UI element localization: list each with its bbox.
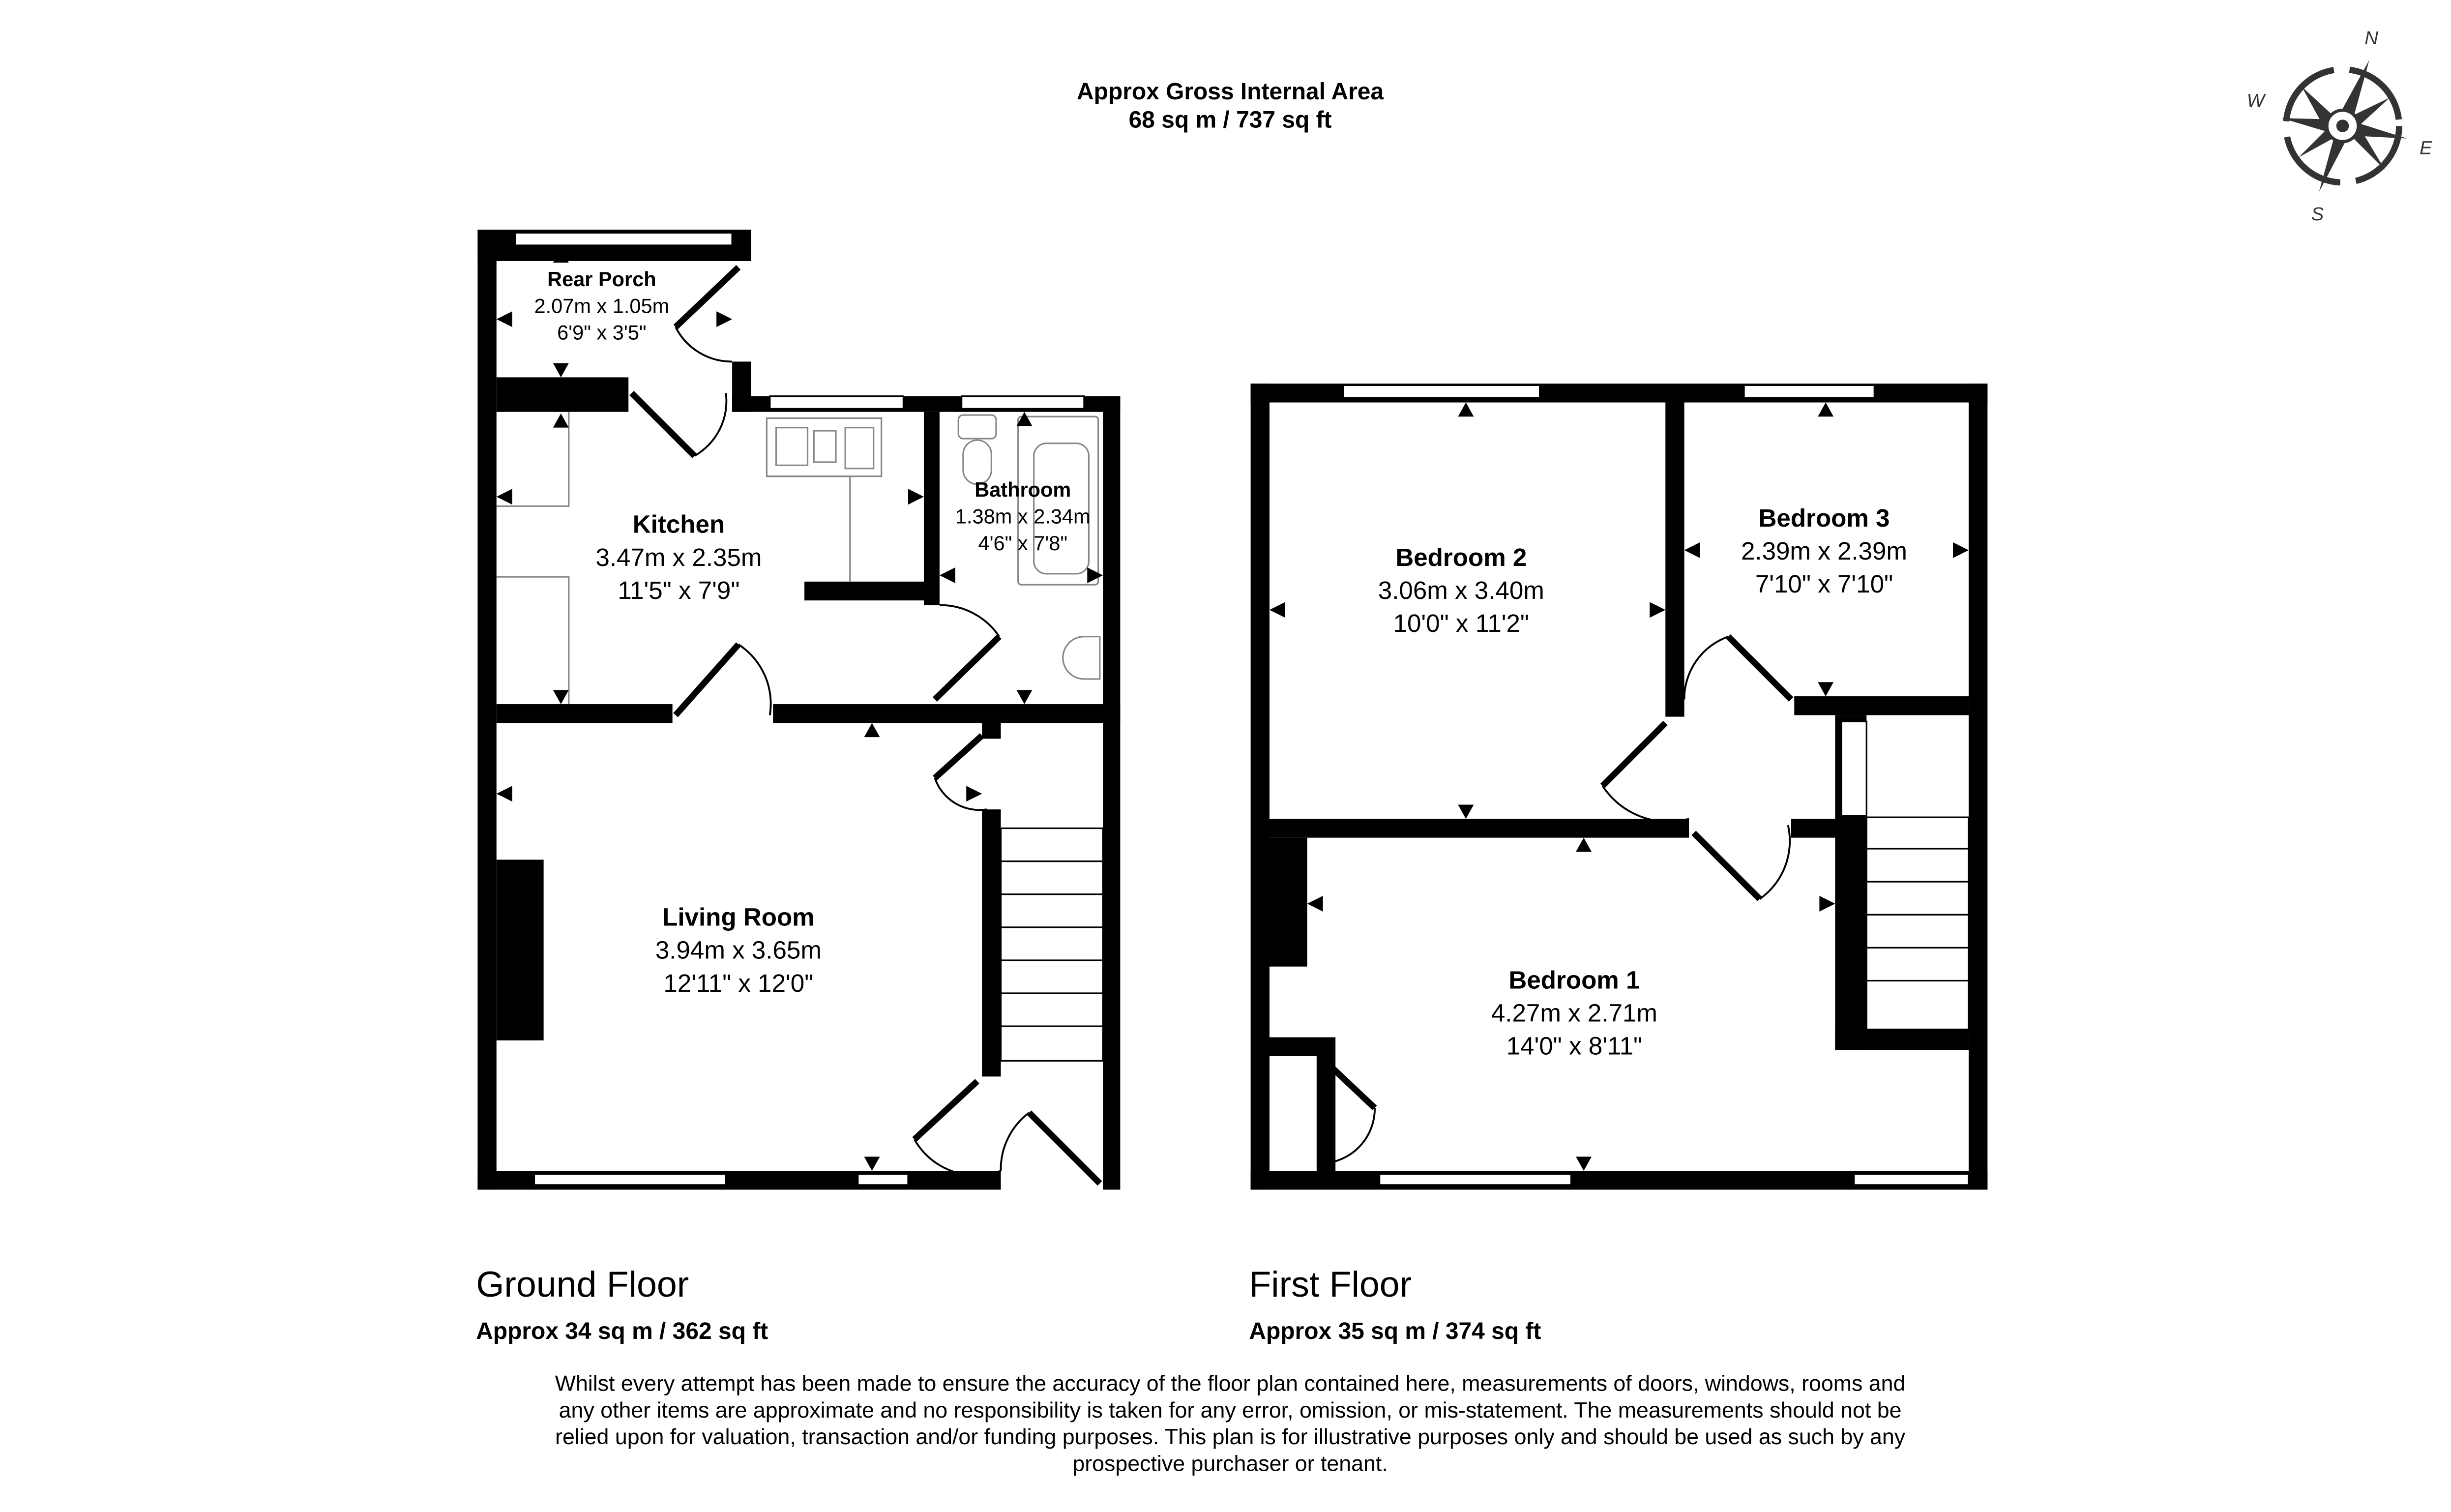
basin-icon xyxy=(1062,636,1101,680)
first-floor-plan: Bedroom 2 3.06m x 3.40m 10'0" x 11'2" Be… xyxy=(1249,384,1988,1344)
room-metric-rear-porch: 2.07m x 1.05m xyxy=(534,294,670,317)
room-imperial-bedroom-3: 7'10" x 7'10" xyxy=(1755,570,1893,598)
kitchen-sink-icon xyxy=(766,417,883,477)
room-name-kitchen: Kitchen xyxy=(633,510,725,538)
room-metric-bedroom-1: 4.27m x 2.71m xyxy=(1491,999,1657,1027)
ground-floor-stairs xyxy=(1000,827,1104,1062)
room-name-living-room: Living Room xyxy=(662,903,814,931)
bath-icon xyxy=(1017,415,1099,586)
room-imperial-bedroom-2: 10'0" x 11'2" xyxy=(1393,609,1530,637)
disclaimer-line: Whilst every attempt has been made to en… xyxy=(555,1371,1906,1395)
compass-icon: N W E S xyxy=(2247,28,2433,225)
disclaimer: Whilst every attempt has been made to en… xyxy=(555,1371,1906,1476)
room-imperial-rear-porch: 6'9" x 3'5" xyxy=(557,321,647,344)
room-name-bathroom: Bathroom xyxy=(974,478,1071,501)
compass-e: E xyxy=(2420,138,2432,159)
dimension-arrows-first xyxy=(1269,402,1969,1171)
compass-s: S xyxy=(2311,204,2324,225)
ground-floor-area: Approx 34 sq m / 362 sq ft xyxy=(476,1318,768,1344)
first-floor-area: Approx 35 sq m / 374 sq ft xyxy=(1249,1318,1541,1344)
room-imperial-living-room: 12'11" x 12'0" xyxy=(663,969,813,997)
room-imperial-bathroom: 4'6" x 7'8" xyxy=(978,532,1067,555)
compass-w: W xyxy=(2247,90,2267,112)
toilet-icon xyxy=(957,414,997,485)
room-name-bedroom-1: Bedroom 1 xyxy=(1508,966,1640,994)
gross-area-value: 68 sq m / 737 sq ft xyxy=(1129,107,1332,133)
ground-floor-plan: Rear Porch 2.07m x 1.05m 6'9" x 3'5" Kit… xyxy=(476,230,1121,1344)
room-imperial-kitchen: 11'5" x 7'9" xyxy=(618,576,739,604)
room-imperial-bedroom-1: 14'0" x 8'11" xyxy=(1506,1032,1643,1060)
disclaimer-line: any other items are approximate and no r… xyxy=(559,1398,1902,1423)
room-metric-bathroom: 1.38m x 2.34m xyxy=(955,505,1091,528)
room-metric-bedroom-3: 2.39m x 2.39m xyxy=(1741,537,1907,565)
first-floor-title: First Floor xyxy=(1249,1264,1412,1304)
room-metric-kitchen: 3.47m x 2.35m xyxy=(595,543,762,571)
compass-n: N xyxy=(2364,28,2378,49)
room-metric-bedroom-2: 3.06m x 3.40m xyxy=(1378,576,1544,604)
room-name-bedroom-2: Bedroom 2 xyxy=(1395,543,1527,571)
ground-floor-title: Ground Floor xyxy=(476,1264,689,1304)
disclaimer-line: prospective purchaser or tenant. xyxy=(1072,1452,1388,1476)
room-name-bedroom-3: Bedroom 3 xyxy=(1759,504,1890,532)
first-floor-stairs xyxy=(1840,720,1970,1031)
gross-area-title: Approx Gross Internal Area xyxy=(1077,79,1384,105)
dimension-arrows xyxy=(496,248,1103,1171)
room-metric-living-room: 3.94m x 3.65m xyxy=(655,936,822,964)
room-name-rear-porch: Rear Porch xyxy=(547,267,656,291)
disclaimer-line: relied upon for valuation, transaction a… xyxy=(555,1425,1906,1449)
